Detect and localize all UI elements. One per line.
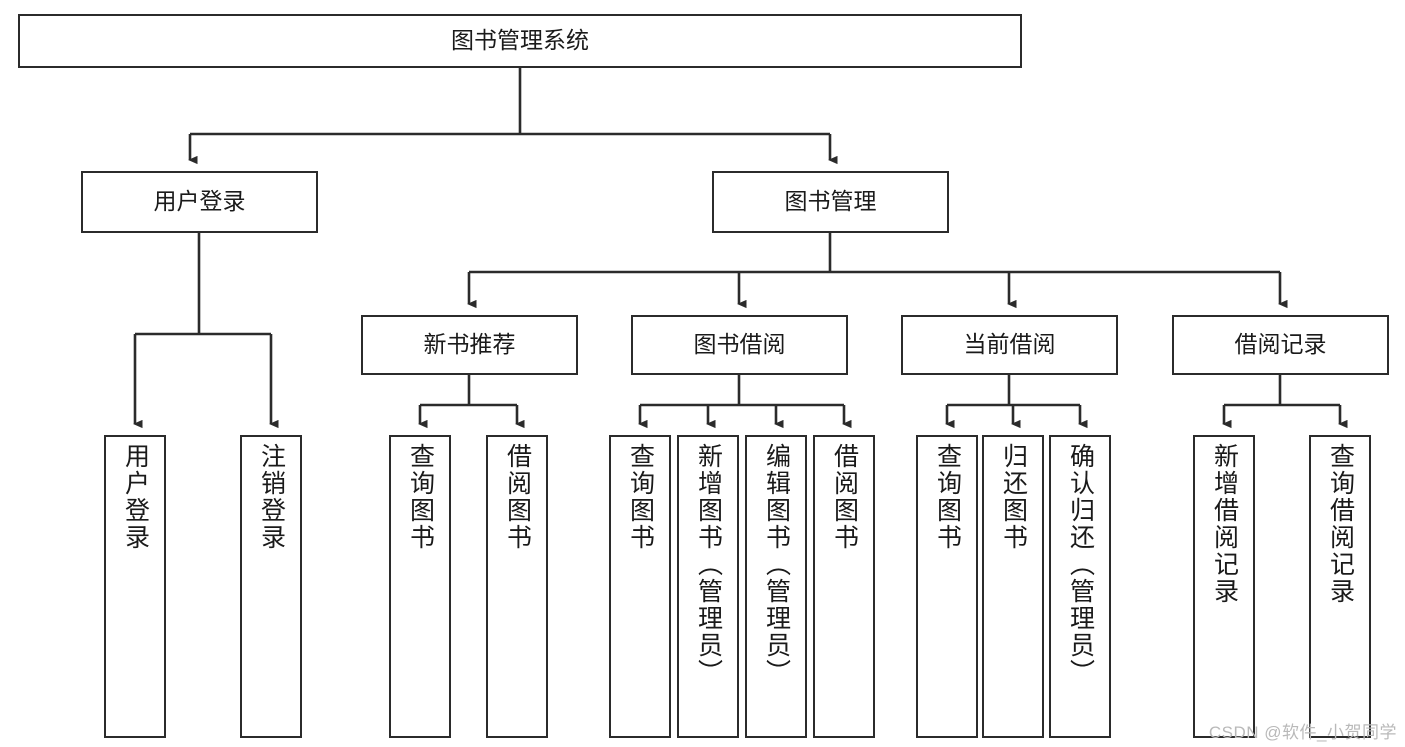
- leaf-new-book-query[interactable]: 查询图书: [389, 435, 451, 738]
- leaf-label: 用户登录: [121, 443, 150, 551]
- leaf-new-book-borrow[interactable]: 借阅图书: [486, 435, 548, 738]
- leaf-label: 新增图书（管理员）: [694, 443, 723, 686]
- node-label: 用户登录: [153, 188, 246, 215]
- leaf-book-borrow-edit[interactable]: 编辑图书（管理员）: [745, 435, 807, 738]
- node-label: 图书管理: [784, 188, 877, 215]
- node-label: 当前借阅: [963, 331, 1056, 358]
- leaf-book-borrow-borrow[interactable]: 借阅图书: [813, 435, 875, 738]
- leaf-label: 查询图书: [933, 443, 962, 551]
- watermark: CSDN @软件_小贺同学: [1208, 723, 1397, 742]
- leaf-label: 查询图书: [406, 443, 435, 551]
- node-new-book-recommend[interactable]: 新书推荐: [361, 315, 578, 375]
- node-label: 新书推荐: [423, 331, 516, 358]
- node-label: 借阅记录: [1234, 331, 1327, 358]
- leaf-label: 编辑图书（管理员）: [762, 443, 791, 686]
- leaf-label: 新增借阅记录: [1210, 443, 1239, 605]
- node-borrow-record[interactable]: 借阅记录: [1172, 315, 1389, 375]
- node-book-management-system[interactable]: 图书管理系统: [18, 14, 1022, 68]
- node-book-management[interactable]: 图书管理: [712, 171, 949, 233]
- leaf-borrow-record-add[interactable]: 新增借阅记录: [1193, 435, 1255, 738]
- leaf-label: 查询图书: [626, 443, 655, 551]
- node-current-borrow[interactable]: 当前借阅: [901, 315, 1118, 375]
- leaf-label: 确认归还（管理员）: [1066, 443, 1095, 686]
- leaf-label: 注销登录: [257, 443, 286, 551]
- leaf-label: 查询借阅记录: [1326, 443, 1355, 605]
- leaf-label: 归还图书: [999, 443, 1028, 551]
- leaf-current-borrow-confirm-return[interactable]: 确认归还（管理员）: [1049, 435, 1111, 738]
- leaf-current-borrow-query[interactable]: 查询图书: [916, 435, 978, 738]
- leaf-label: 借阅图书: [503, 443, 532, 551]
- node-label: 图书借阅: [693, 331, 786, 358]
- node-book-borrow[interactable]: 图书借阅: [631, 315, 848, 375]
- leaf-label: 借阅图书: [830, 443, 859, 551]
- node-label: 图书管理系统: [451, 27, 589, 54]
- leaf-user-login-logout[interactable]: 注销登录: [240, 435, 302, 738]
- leaf-book-borrow-add[interactable]: 新增图书（管理员）: [677, 435, 739, 738]
- leaf-user-login-login[interactable]: 用户登录: [104, 435, 166, 738]
- leaf-current-borrow-return[interactable]: 归还图书: [982, 435, 1044, 738]
- node-user-login[interactable]: 用户登录: [81, 171, 318, 233]
- leaf-borrow-record-query[interactable]: 查询借阅记录: [1309, 435, 1371, 738]
- leaf-book-borrow-query[interactable]: 查询图书: [609, 435, 671, 738]
